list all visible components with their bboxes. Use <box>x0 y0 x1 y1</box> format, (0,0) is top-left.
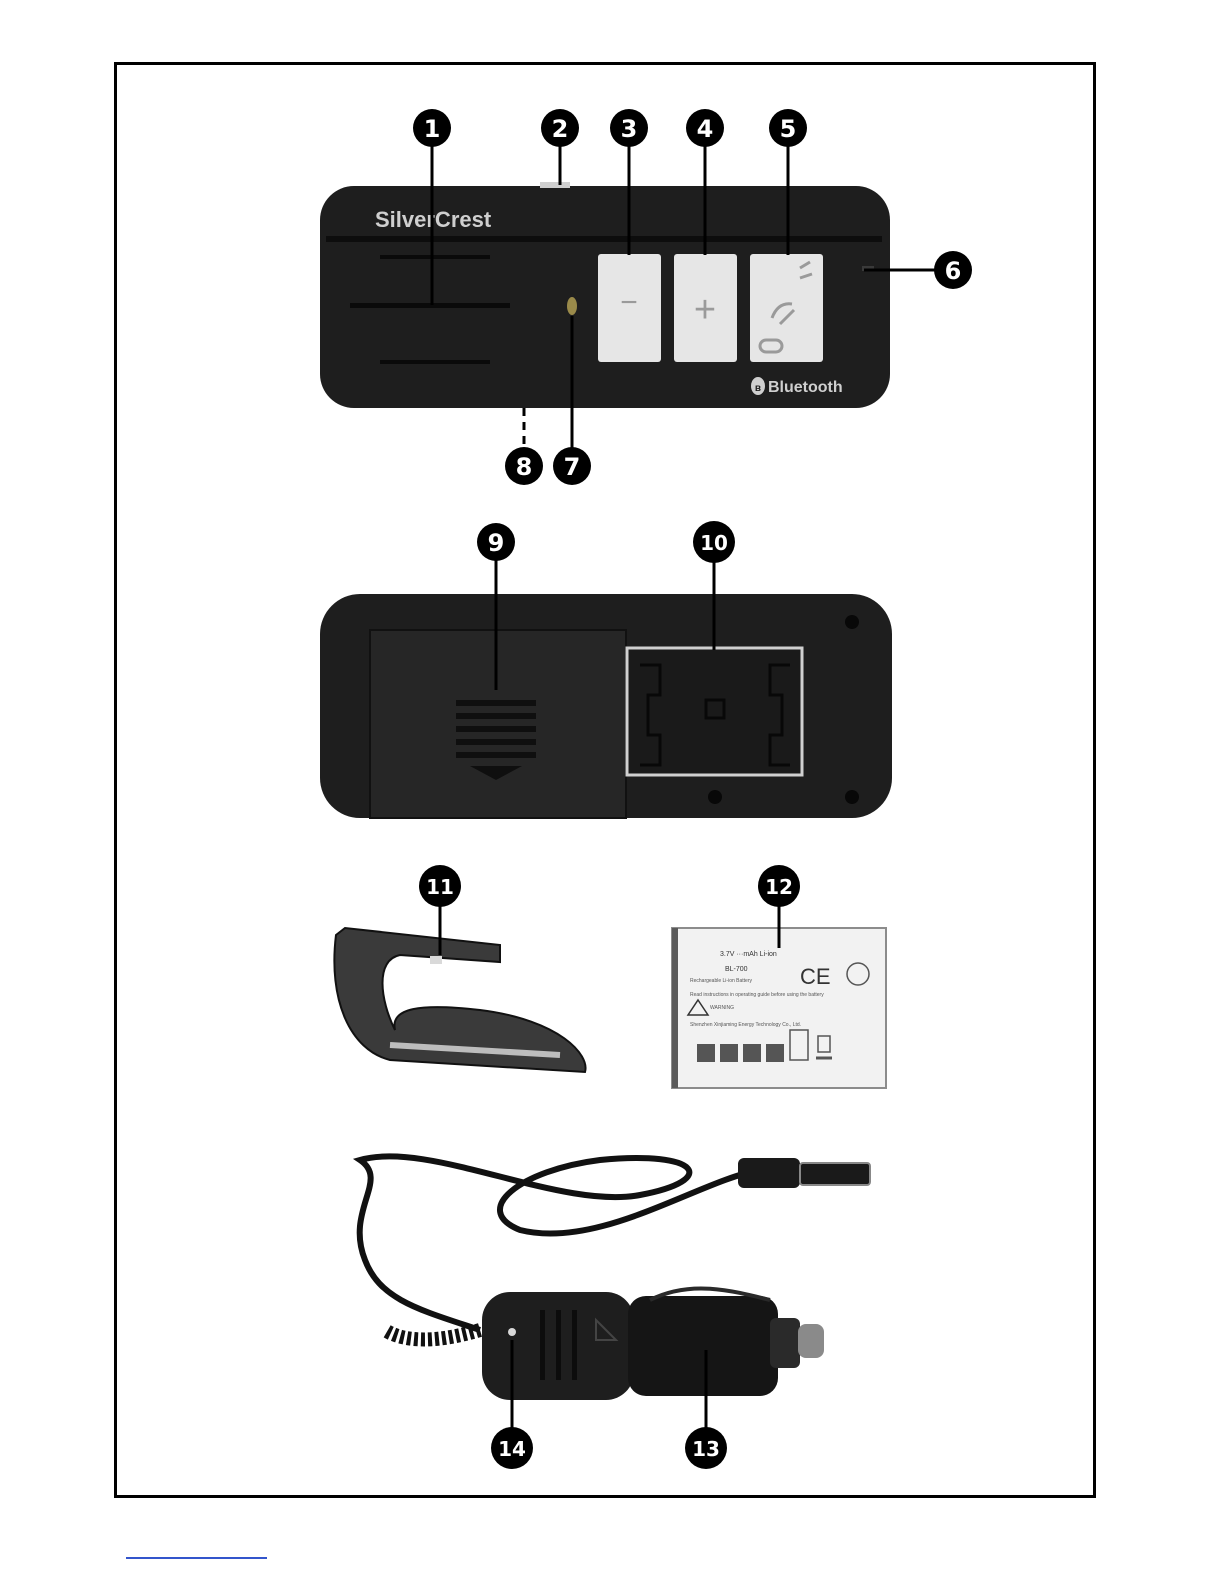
plug-tip-base <box>770 1318 800 1368</box>
svg-text:2: 2 <box>552 115 569 143</box>
callout-4: 4 <box>686 109 724 147</box>
visor-clip <box>334 928 585 1072</box>
svg-text:14: 14 <box>498 1437 526 1461</box>
callout-9: 9 <box>477 523 515 561</box>
battery-line-4: Read instructions in operating guide bef… <box>690 992 824 998</box>
cigarette-plug <box>628 1296 778 1396</box>
screw-hole <box>845 790 859 804</box>
bluetooth-label: Bluetooth <box>768 379 843 396</box>
svg-text:11: 11 <box>426 875 454 899</box>
battery-line-3: Rechargeable Li-ion Battery <box>690 978 752 984</box>
svg-text:4: 4 <box>697 115 714 143</box>
svg-text:3: 3 <box>621 115 638 143</box>
callout-10: 10 <box>693 521 735 563</box>
callout-6: 6 <box>934 251 972 289</box>
battery-cover <box>370 630 626 818</box>
svg-text:8: 8 <box>516 453 533 481</box>
svg-text:CE: CE <box>800 964 831 989</box>
micro-usb-plug-body <box>738 1158 800 1188</box>
battery: 3.7V ···mAh Li-ion BL-700 Rechargeable L… <box>672 928 886 1088</box>
cable-strain-relief <box>385 1330 480 1339</box>
device-back <box>320 594 892 818</box>
svg-text:5: 5 <box>780 115 797 143</box>
bluetooth-symbol: ʙ <box>755 383 761 394</box>
usb-port-top <box>540 182 570 188</box>
callout-3: 3 <box>610 109 648 147</box>
volume-down-label: − <box>620 286 638 319</box>
callout-7: 7 <box>553 447 591 485</box>
screw-hole <box>708 790 722 804</box>
clip-mount <box>627 648 802 775</box>
svg-text:9: 9 <box>488 529 505 557</box>
plug-tip <box>798 1324 824 1358</box>
battery-line-1: 3.7V ···mAh Li-ion <box>720 951 777 958</box>
led-indicator <box>567 297 577 315</box>
svg-text:10: 10 <box>700 531 728 555</box>
callout-2: 2 <box>541 109 579 147</box>
svg-text:6: 6 <box>945 257 962 285</box>
callout-14: 14 <box>491 1427 533 1469</box>
ce-mark-icon: CE <box>800 964 831 989</box>
callout-13: 13 <box>685 1427 727 1469</box>
battery-line-6: Shenzhen Xinjiaming Energy Technology Co… <box>690 1022 801 1028</box>
callout-1: 1 <box>413 109 451 147</box>
callout-5: 5 <box>769 109 807 147</box>
svg-text:7: 7 <box>564 453 581 481</box>
footer-rule <box>126 1557 267 1559</box>
svg-text:1: 1 <box>424 115 441 143</box>
callout-8: 8 <box>505 447 543 485</box>
battery-line-5: WARNING <box>710 1005 734 1011</box>
car-charger <box>360 1156 870 1400</box>
battery-line-2: BL-700 <box>725 966 748 973</box>
micro-usb-connector <box>800 1163 870 1185</box>
svg-text:12: 12 <box>765 875 793 899</box>
volume-up-label: + <box>694 289 716 331</box>
screw-hole <box>845 615 859 629</box>
device-front: SilverCrest − + ʙ Bluetooth <box>320 182 890 408</box>
callout-11: 11 <box>419 865 461 907</box>
svg-text:13: 13 <box>692 1437 720 1461</box>
callout-12: 12 <box>758 865 800 907</box>
charger-led <box>508 1328 516 1336</box>
